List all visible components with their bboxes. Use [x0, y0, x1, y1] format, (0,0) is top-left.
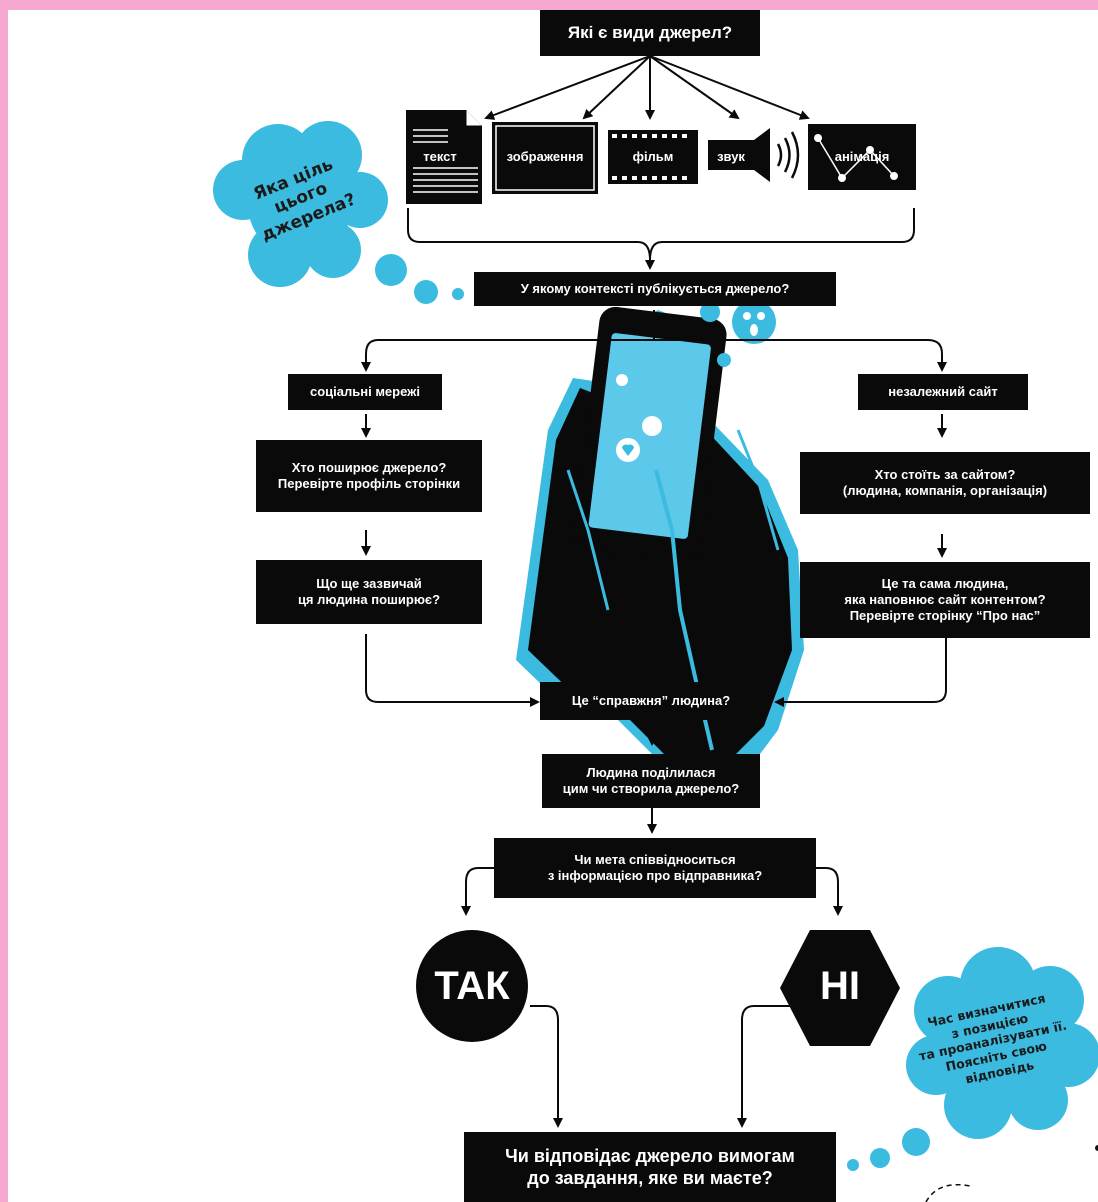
- emoji-dot: [717, 353, 731, 367]
- no-hexagon: [780, 930, 900, 1046]
- emoji-wow: [732, 300, 776, 344]
- emoji-smile: [642, 416, 662, 436]
- branch-independent-site: незалежний сайт: [858, 374, 1028, 410]
- flowchart-canvas: Які є види джерел? текст зображення філь…: [8, 10, 1098, 1202]
- bubble-position-shape: [847, 947, 1098, 1171]
- question-who-shares: Хто поширює джерело?Перевірте профіль ст…: [256, 440, 482, 512]
- media-label-text: текст: [423, 148, 457, 164]
- question-same-person: Це та сама людина,яка наповнює сайт конт…: [800, 562, 1090, 638]
- bubble-purpose-shape: [213, 121, 464, 304]
- media-label-film: фільм: [632, 148, 674, 164]
- text-document-icon: [406, 110, 482, 204]
- question-real-person: Це “справжня” людина?: [540, 682, 762, 720]
- media-label-image: зображення: [506, 148, 584, 164]
- top-frame-strip: [0, 0, 1098, 10]
- left-frame-strip: [0, 0, 8, 1202]
- yes-circle: [416, 930, 528, 1042]
- question-source-types: Які є види джерел?: [540, 10, 760, 56]
- film-strip-icon: [608, 130, 698, 184]
- animation-icon: [808, 124, 916, 190]
- yes-label: ТАК: [434, 963, 510, 1008]
- question-who-behind-site: Хто стоїть за сайтом?(людина, компанія, …: [800, 452, 1090, 514]
- question-context: У якому контексті публікується джерело?: [474, 272, 836, 306]
- image-frame-icon: [492, 122, 598, 194]
- emoji-small: [616, 374, 628, 386]
- media-icons: [406, 110, 916, 1046]
- speaker-icon: [708, 128, 800, 182]
- media-label-animation: анімація: [834, 148, 890, 164]
- no-label: НІ: [820, 963, 860, 1008]
- branch-social-networks: соціальні мережі: [288, 374, 442, 410]
- connector-lines: [361, 55, 947, 1128]
- media-label-sound: звук: [717, 148, 745, 164]
- emoji-like: [700, 302, 720, 322]
- dashed-curve: [925, 1184, 971, 1202]
- thought-bubbles: [213, 121, 1098, 1202]
